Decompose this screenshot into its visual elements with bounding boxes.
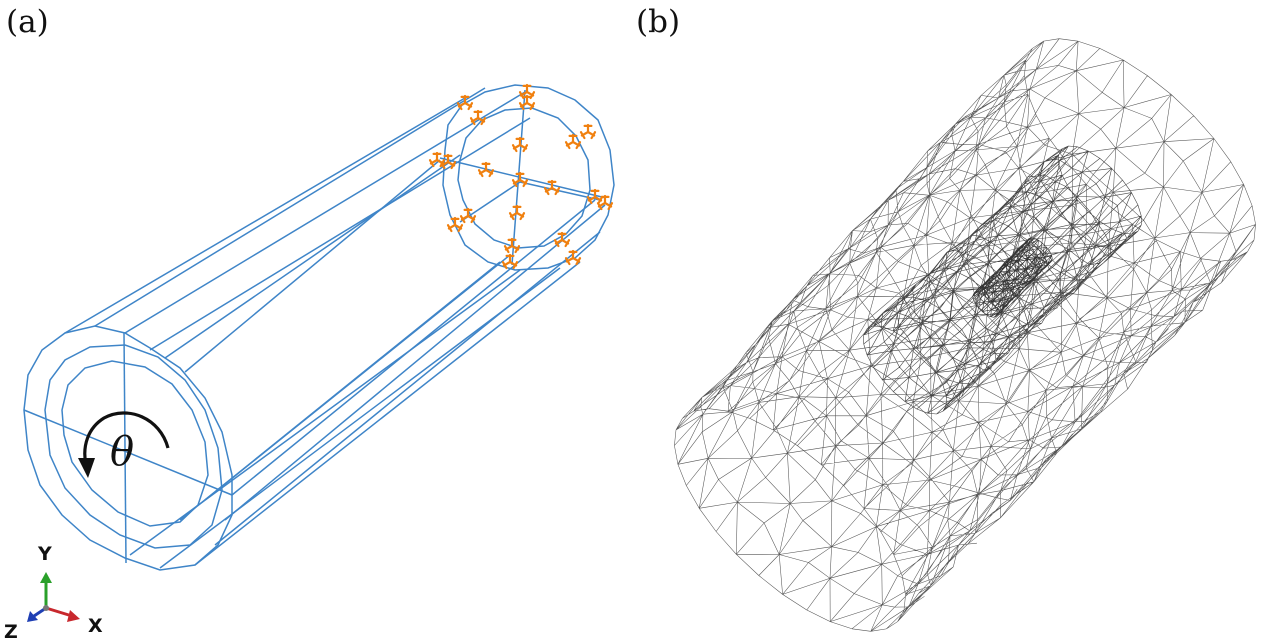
near-middle-ring	[44, 344, 223, 549]
bc-symbol	[456, 94, 474, 111]
bc-symbol	[518, 94, 536, 111]
inner-cylinder-mesh	[972, 237, 1053, 318]
bc-symbol	[579, 123, 597, 140]
bc-symbol	[511, 136, 529, 153]
middle-cylinder-mesh	[863, 145, 1142, 415]
outer-cylinder-mesh	[674, 38, 1256, 632]
bc-symbol	[503, 237, 521, 254]
bc-symbol	[564, 133, 582, 150]
x-axis-arrow	[67, 610, 80, 622]
bc-symbol	[508, 204, 526, 221]
triad-y-label: Y	[37, 543, 52, 565]
bc-symbol	[564, 249, 582, 266]
coordinate-triad	[27, 572, 80, 622]
bc-symbol	[428, 151, 446, 168]
near-outer-ring	[23, 325, 233, 571]
bc-symbol	[511, 171, 529, 188]
y-axis-arrow	[40, 572, 52, 583]
bc-symbol	[459, 207, 477, 224]
near-inner-ring	[61, 360, 209, 527]
panel-a-label: (a)	[6, 4, 49, 40]
bc-symbol	[439, 153, 457, 170]
bc-symbol	[586, 188, 604, 205]
triad-z-label: Z	[4, 621, 18, 641]
theta-symbol: θ	[110, 429, 134, 475]
bc-symbol	[469, 109, 487, 126]
bc-symbol	[543, 179, 561, 196]
bc-symbol	[596, 194, 614, 211]
triad-x-label: X	[88, 615, 103, 637]
bc-symbol	[446, 216, 464, 233]
cylinder-geometry	[23, 84, 615, 571]
panel-b-label: (b)	[636, 4, 680, 40]
boundary-condition-symbols	[428, 83, 614, 270]
bc-symbol	[477, 161, 495, 178]
far-outer-ring	[442, 84, 615, 271]
rotation-arrow	[78, 411, 170, 478]
z-axis-arrow	[27, 611, 38, 622]
bc-symbol	[553, 231, 571, 248]
bc-symbol	[501, 253, 519, 270]
bc-symbol	[518, 83, 536, 100]
